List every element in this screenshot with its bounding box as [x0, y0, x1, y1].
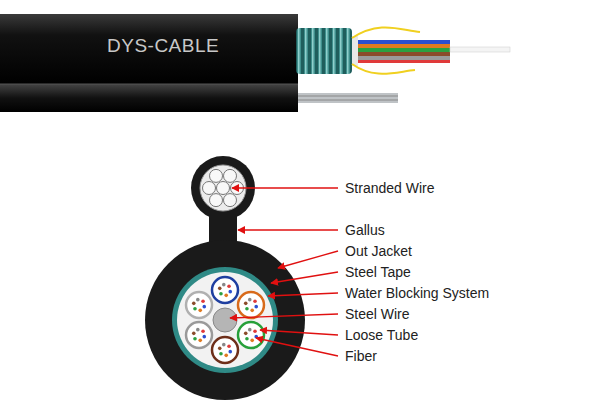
fiber-dot — [193, 307, 197, 311]
fiber-dot — [219, 292, 223, 296]
fiber-dot — [202, 335, 206, 339]
messenger-jacket — [0, 84, 298, 112]
fiber-dot — [198, 339, 202, 343]
fiber-dot — [202, 305, 206, 309]
fiber-dot — [228, 350, 232, 354]
messenger-strands — [298, 93, 398, 103]
brand-mark: DYS-CABLE — [107, 35, 219, 57]
fiber-dot — [224, 354, 228, 358]
loose-tube — [212, 337, 238, 363]
wire-strand — [224, 194, 237, 207]
wire-strand — [224, 169, 237, 182]
wire-strand — [203, 182, 216, 195]
part-label: Water Blocking System — [345, 285, 489, 301]
jacket-section — [145, 240, 305, 400]
fiber-dot — [222, 283, 226, 287]
part-label: Steel Wire — [345, 306, 410, 322]
fiber-dot — [245, 307, 249, 311]
loose-tube — [186, 322, 212, 348]
loose-tube — [238, 322, 264, 348]
steel-tape-ring — [172, 267, 278, 373]
steel-tape-armor — [296, 28, 352, 74]
fiber-dot — [244, 302, 248, 306]
loose-tube — [186, 292, 212, 318]
part-label: Steel Tape — [345, 264, 411, 280]
water-blocking — [177, 272, 273, 368]
fiber-dot — [193, 337, 197, 341]
fiber-dot — [196, 328, 200, 332]
fiber-dot — [228, 290, 232, 294]
part-label: Fiber — [345, 348, 377, 364]
loose-tubes-side — [358, 40, 450, 63]
leader-lines — [230, 188, 338, 356]
fiber-dot — [219, 352, 223, 356]
fiber-dot — [248, 328, 252, 332]
fiber-dot — [253, 329, 257, 333]
outer-jacket — [0, 14, 298, 84]
part-label: Loose Tube — [345, 327, 418, 343]
wire-strand — [210, 169, 223, 182]
part-label: Gallus — [345, 222, 385, 238]
fiber-dot — [201, 299, 205, 303]
fiber-dot — [250, 339, 254, 343]
fiber-dot — [192, 332, 196, 336]
fiber-dot — [250, 309, 254, 313]
fiber-dot — [201, 329, 205, 333]
wire-strand — [210, 194, 223, 207]
fiber-dot — [253, 299, 257, 303]
loose-tubes — [186, 277, 264, 363]
fiber-dot — [244, 332, 248, 336]
wire-strand — [217, 182, 230, 195]
part-label: Out Jacket — [345, 243, 412, 259]
central-member — [450, 47, 510, 52]
loose-tube — [238, 292, 264, 318]
fiber-dot — [227, 344, 231, 348]
fiber-dot — [248, 298, 252, 302]
fiber-dot — [218, 287, 222, 291]
fiber-dot — [227, 284, 231, 288]
fiber-dot — [196, 298, 200, 302]
fiber-dot — [218, 347, 222, 351]
steel-wire — [213, 308, 237, 332]
fiber-dot — [198, 309, 202, 313]
fiber-dot — [245, 337, 249, 341]
fiber-dot — [224, 294, 228, 298]
part-label: Stranded Wire — [345, 180, 434, 196]
fiber-dot — [222, 343, 226, 347]
loose-tube — [212, 277, 238, 303]
fiber-dot — [254, 305, 258, 309]
fiber-dot — [192, 302, 196, 306]
